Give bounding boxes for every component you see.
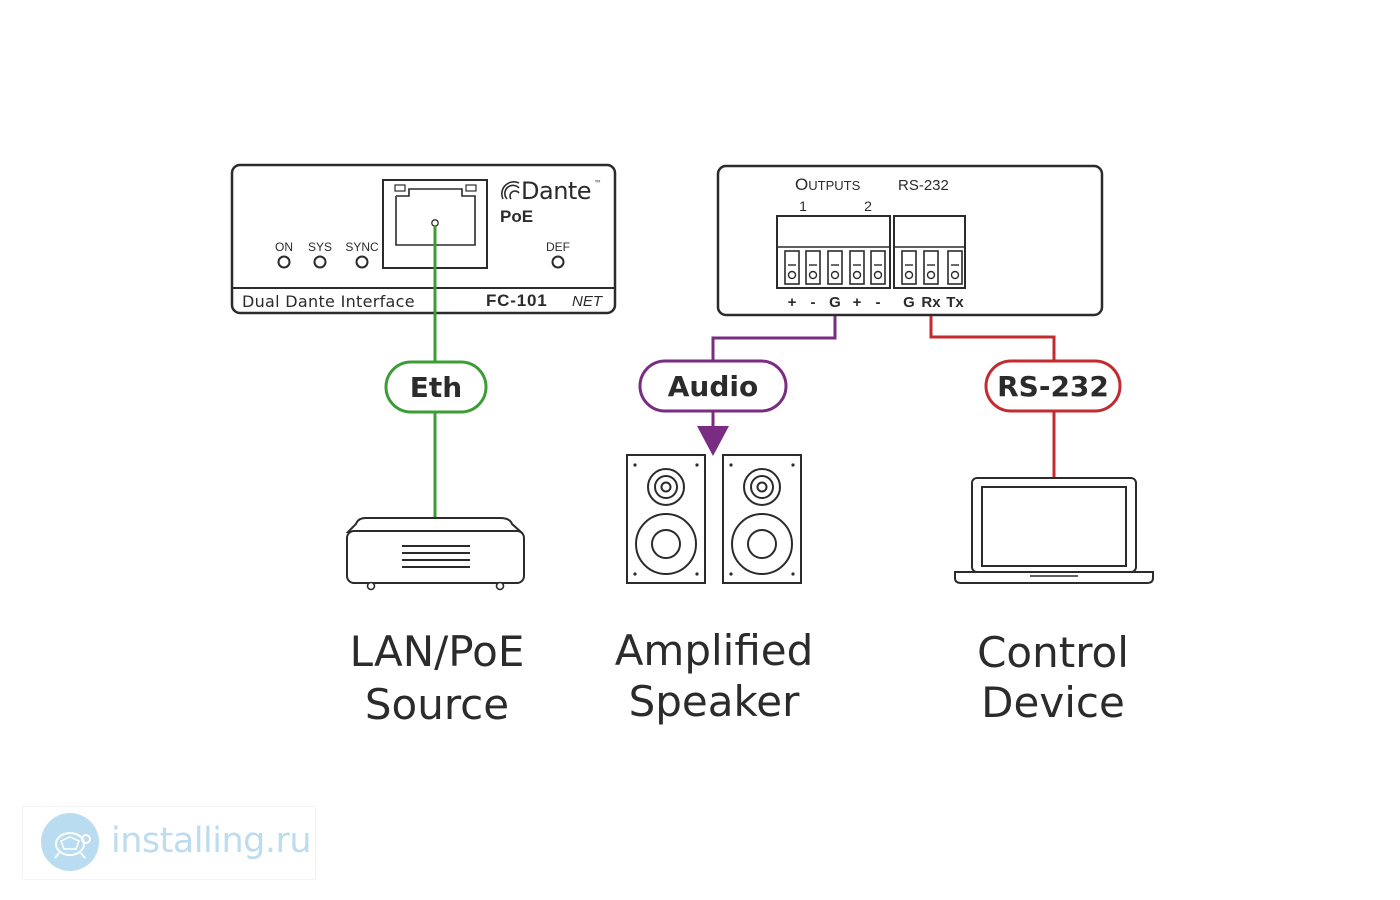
terminal-screw-icon (827, 250, 843, 285)
eth-badge-label: Eth (410, 371, 462, 404)
led-label-sys: SYS (308, 240, 332, 254)
pin-label-rx: Rx (921, 294, 941, 311)
device-model: FC-101 (486, 291, 548, 310)
pin-label-minus-1: - (811, 294, 816, 311)
poe-label: PoE (500, 207, 533, 226)
pin-label-ground-out: G (829, 294, 841, 311)
lan-source-label-line2: Source (365, 680, 509, 729)
led-sys-indicator (313, 255, 327, 269)
outputs-label: OUTPUTS (795, 175, 861, 194)
audio-badge: Audio (638, 359, 788, 413)
dante-brand-text: Dante (521, 177, 591, 205)
terminal-screw-icon (805, 250, 821, 285)
led-label-sync: SYNC (345, 240, 379, 254)
pin-label-plus-1: + (788, 294, 797, 311)
rs232-header-label: RS-232 (898, 177, 949, 194)
led-label-def: DEF (546, 240, 570, 254)
dante-wave-icon (501, 181, 520, 200)
audio-arrow-icon (697, 426, 729, 456)
terminal-screw-icon (870, 250, 886, 285)
def-button-indicator (551, 255, 565, 269)
output-channel-2: 2 (864, 198, 872, 214)
turtle-logo-icon (41, 813, 99, 871)
terminal-screw-icon (923, 250, 939, 285)
speaker-label-line1: Amplified (615, 626, 814, 675)
output-channel-1: 1 (799, 198, 807, 214)
laptop-icon (954, 477, 1154, 584)
audio-badge-label: Audio (668, 370, 758, 403)
device-description: Dual Dante Interface (242, 292, 415, 311)
rs232-badge: RS-232 (984, 359, 1122, 413)
speaker-label-line2: Speaker (629, 677, 801, 726)
terminal-screws (784, 250, 963, 285)
speaker-right-icon (722, 454, 802, 584)
pin-label-plus-2: + (853, 294, 862, 311)
terminal-screw-icon (849, 250, 865, 285)
lan-source-label-line1: LAN/PoE (350, 627, 525, 676)
terminal-screw-icon (784, 250, 800, 285)
led-label-on: ON (275, 240, 293, 254)
pin-label-ground-rs232: G (903, 294, 915, 311)
network-switch-icon (345, 517, 525, 591)
watermark: installing.ru (22, 806, 316, 880)
pin-label-minus-2: - (876, 294, 881, 311)
terminal-screw-icon (901, 250, 917, 285)
device-model-suffix: NET (572, 293, 604, 310)
watermark-text: installing.ru (111, 821, 312, 861)
fc101-device: Dante ™ PoE ON SYS SYNC DEF Dual Dante I… (230, 163, 617, 315)
rs232-badge-label: RS-232 (997, 370, 1109, 403)
rear-panel-device: OUTPUTS RS-232 1 2 + - G + - G Rx Tx (716, 164, 1104, 317)
terminal-screw-icon (947, 250, 963, 285)
dante-trademark: ™ (594, 179, 602, 188)
control-device-label-line1: Control (977, 628, 1129, 677)
led-on-indicator (277, 255, 291, 269)
pin-label-tx: Tx (946, 294, 964, 311)
eth-badge: Eth (384, 360, 488, 414)
control-device-label-line2: Device (981, 678, 1125, 727)
dante-logo: Dante ™ PoE (500, 177, 602, 226)
led-sync-indicator (355, 255, 369, 269)
speaker-left-icon (626, 454, 706, 584)
